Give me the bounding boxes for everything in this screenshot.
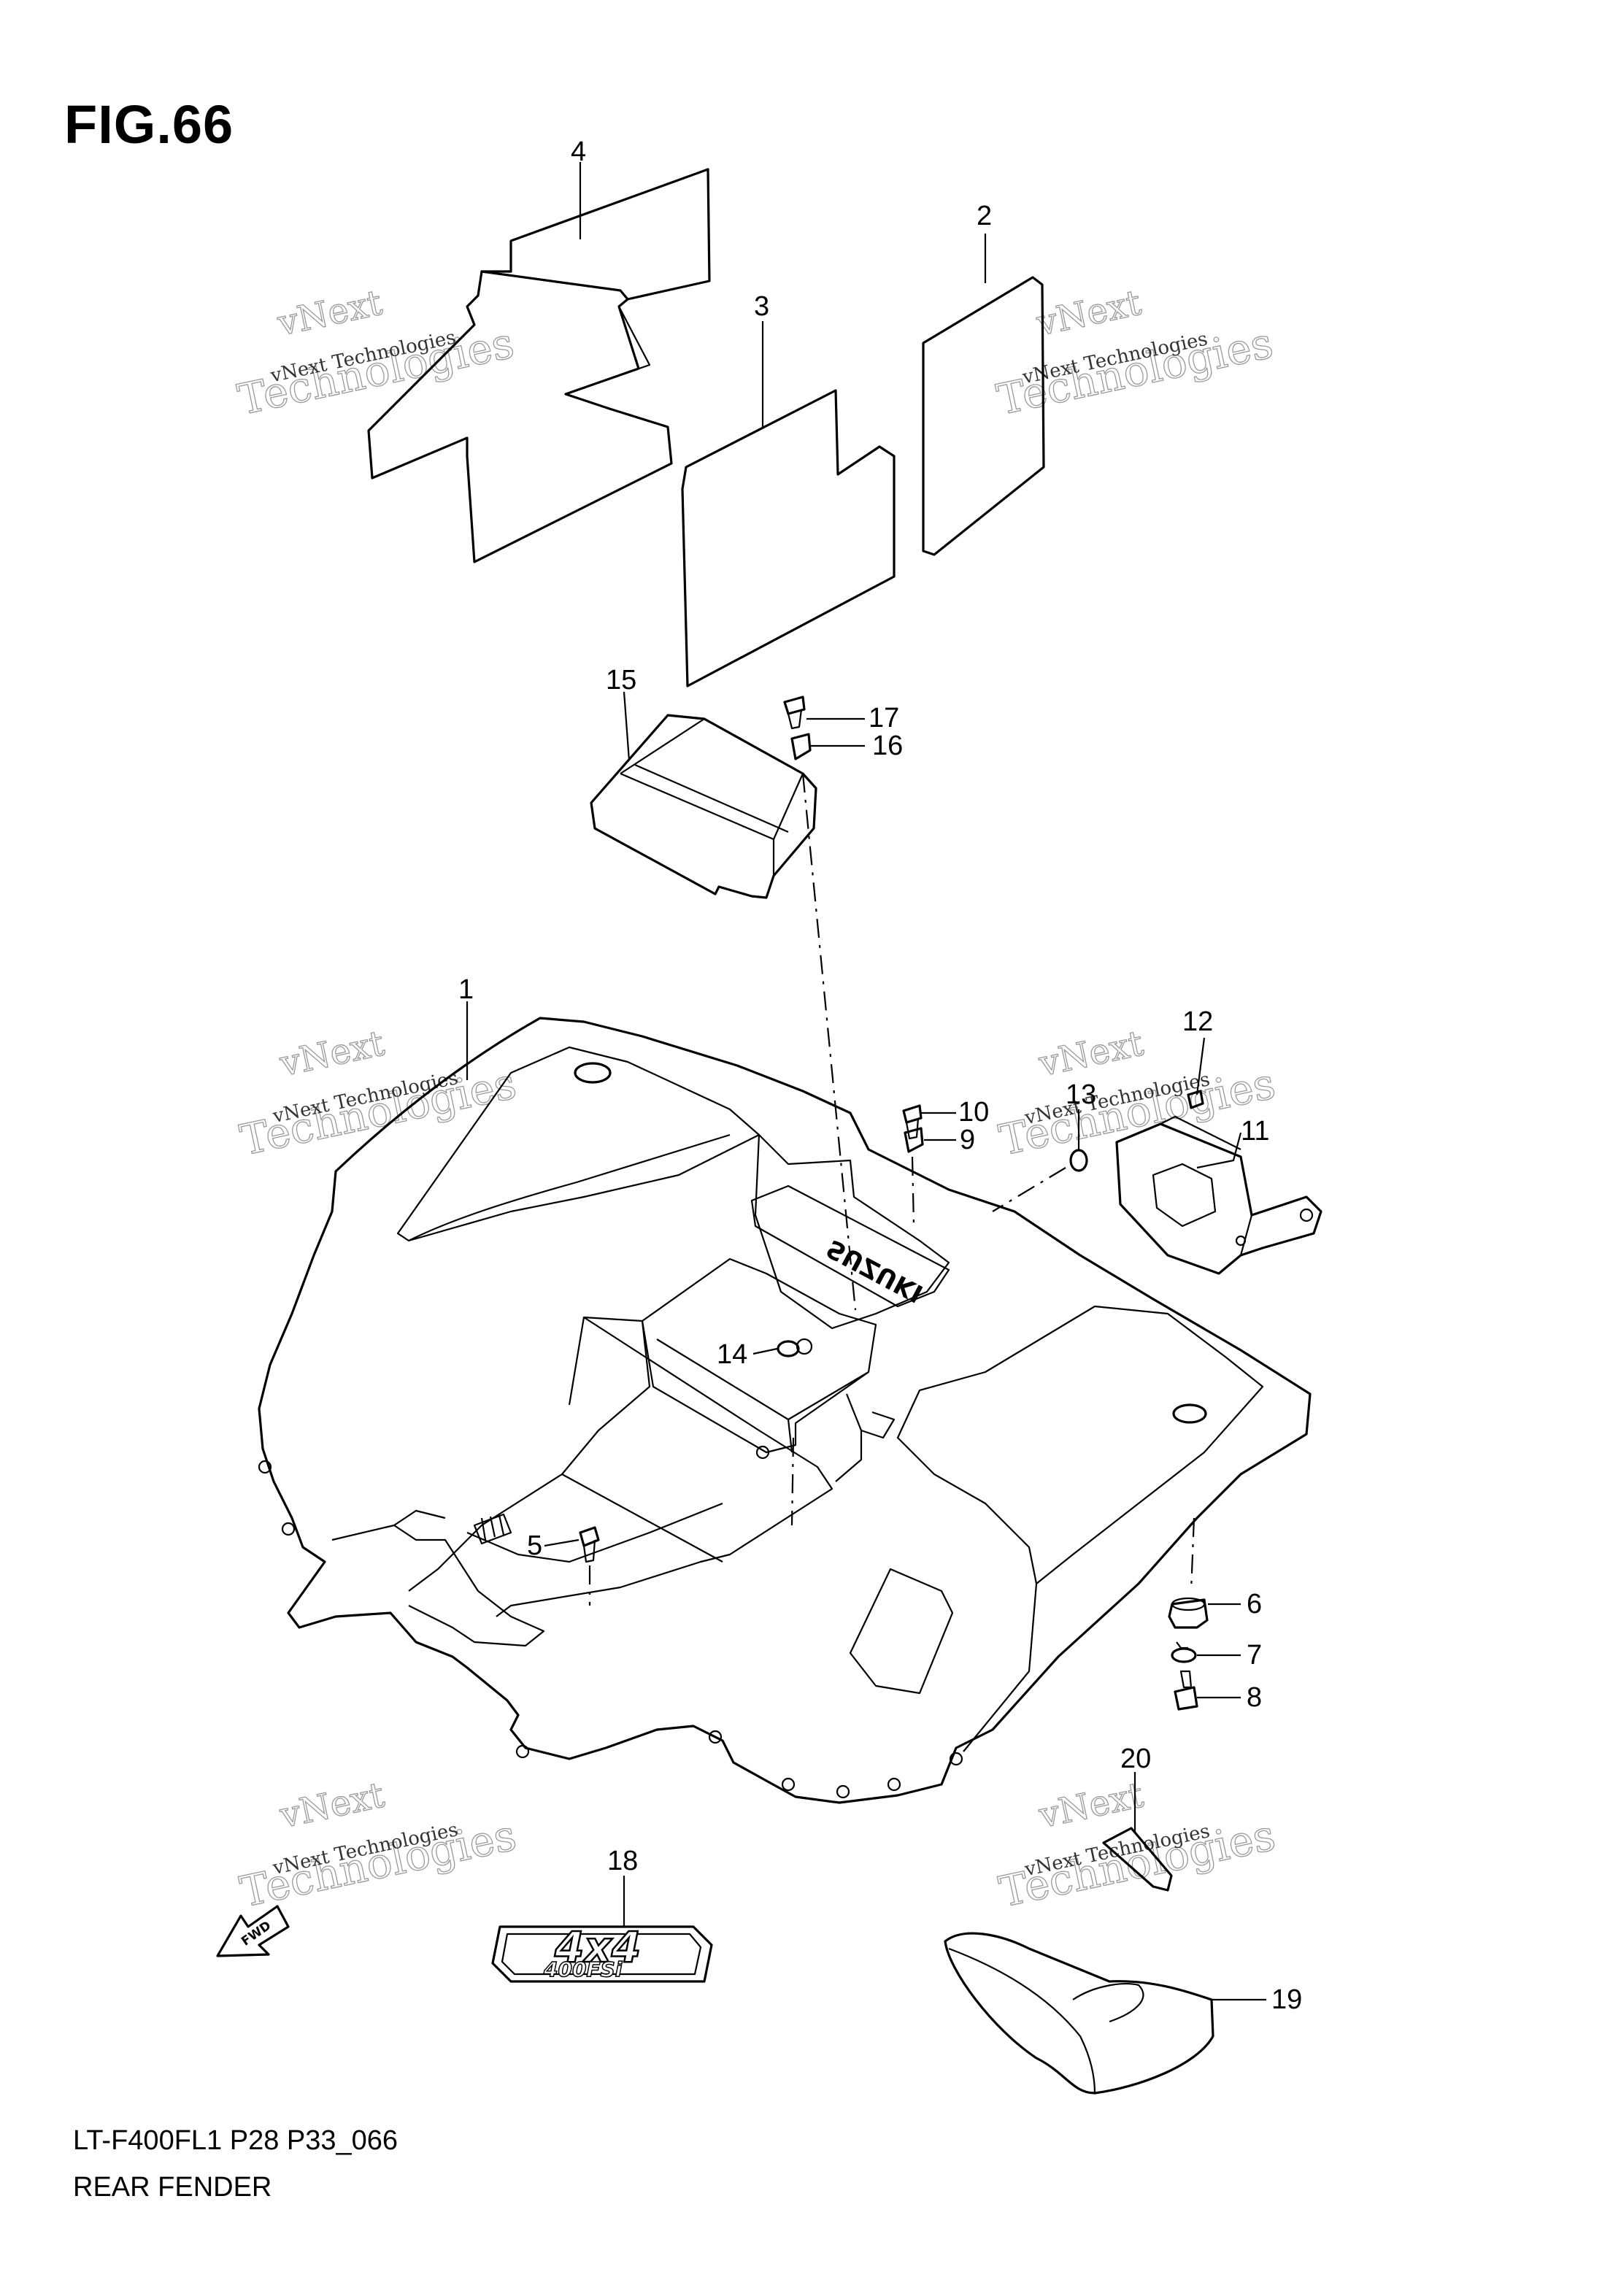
svg-text:vNext: vNext (276, 1022, 388, 1085)
part-7-washer (1171, 1641, 1197, 1663)
fwd-label: FWD (239, 1919, 274, 1949)
section-name: REAR FENDER (73, 2172, 272, 2203)
callout-16: 16 (872, 731, 903, 761)
callout-5: 5 (527, 1530, 542, 1561)
callout-13: 13 (1066, 1079, 1096, 1110)
part-13-washer (1069, 1149, 1088, 1172)
callout-numbers: 4 2 3 15 17 16 1 12 13 11 10 9 14 5 6 7 … (458, 136, 1302, 2015)
part-18-emblem: 4x4 400FSi (491, 1922, 713, 1983)
callout-7: 7 (1247, 1640, 1262, 1671)
callout-17: 17 (869, 703, 899, 733)
watermark-bottom-right: vNext Technologies vNext Technologies (995, 1774, 1280, 1917)
callout-12: 12 (1182, 1006, 1213, 1037)
svg-text:vNext: vNext (1033, 282, 1144, 344)
part-4-pad (367, 168, 711, 563)
callout-18: 18 (607, 1846, 638, 1876)
svg-text:vNext: vNext (276, 1774, 388, 1836)
part-9-nut (904, 1127, 924, 1153)
part-17-screw (783, 696, 806, 730)
watermark-mid-right: vNext Technologies vNext Technologies (995, 1022, 1280, 1166)
callout-8: 8 (1247, 1682, 1262, 1713)
part-15-tray (590, 714, 817, 899)
alignment-line-9 (911, 1156, 915, 1227)
alignment-line-14 (790, 1437, 795, 1526)
callout-3: 3 (754, 291, 769, 322)
callout-11: 11 (1241, 1116, 1269, 1147)
svg-text:vNext: vNext (1035, 1022, 1147, 1085)
part-10-screw (902, 1104, 923, 1140)
figure-title: FIG.66 (64, 94, 234, 155)
part-6-cushion (1168, 1597, 1209, 1629)
callout-4: 4 (571, 136, 586, 167)
callout-19: 19 (1271, 1984, 1302, 2015)
part-19-cover (944, 1932, 1214, 2095)
part-20-strap (1102, 1827, 1173, 1892)
callout-14: 14 (717, 1339, 747, 1370)
callout-2: 2 (977, 201, 992, 231)
callout-6: 6 (1247, 1589, 1262, 1619)
watermark-top-left: vNext Technologies vNext Technologies (233, 282, 518, 425)
emblem-sub-text: 400FSi (543, 1957, 623, 1981)
watermark-bottom-left: vNext Technologies vNext Technologies (236, 1774, 521, 1917)
part-11-bracket (1115, 1115, 1322, 1275)
svg-text:vNext: vNext (274, 282, 385, 344)
callout-15: 15 (606, 665, 636, 696)
callout-1: 1 (458, 974, 474, 1005)
part-16-nut (790, 733, 812, 760)
callout-9: 9 (960, 1125, 975, 1155)
part-8-bolt (1174, 1670, 1198, 1711)
model-code: LT-F400FL1 P28 P33_066 (73, 2125, 398, 2156)
part-2-pad (922, 276, 1045, 556)
part-1-rear-fender: SUZUKI (258, 1017, 1312, 1804)
part-5-bolt (579, 1526, 600, 1563)
callout-20: 20 (1120, 1744, 1151, 1774)
callout-10: 10 (958, 1097, 989, 1128)
alignment-line-6 (1190, 1517, 1195, 1592)
alignment-line-15 (801, 773, 857, 1311)
svg-text:vNext: vNext (1035, 1774, 1147, 1836)
emblem-main-text: 4x4 (554, 1922, 641, 1972)
alignment-line-13 (992, 1167, 1066, 1212)
leader-lines (466, 162, 1266, 2001)
part-3-pad (681, 389, 896, 687)
part-14-grommet (777, 1340, 800, 1357)
suzuki-decal-text: SUZUKI (822, 1233, 928, 1309)
